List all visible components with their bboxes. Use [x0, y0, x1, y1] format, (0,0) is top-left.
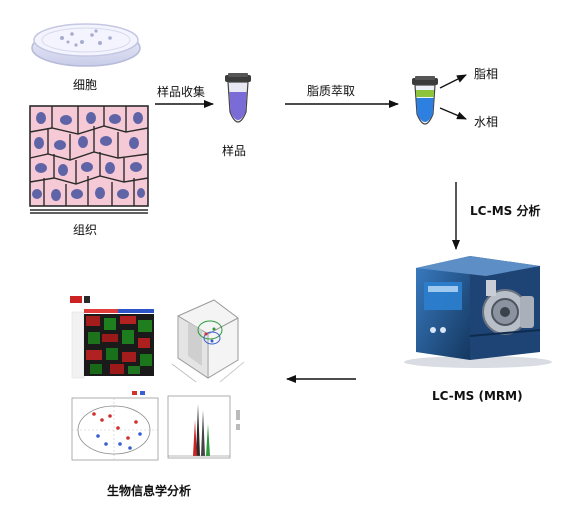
s-plot-thumbnail — [167, 395, 240, 459]
lcms-mrm-label: LC-MS (MRM) — [432, 389, 523, 403]
tissue-icon — [29, 105, 149, 214]
extraction-tube-icon — [412, 76, 438, 125]
pca-scatter-thumbnail — [71, 391, 159, 461]
lcms-instrument-icon — [404, 256, 552, 368]
heatmap-thumbnail — [70, 296, 154, 379]
bioinformatics-label: 生物信息学分析 — [107, 484, 192, 498]
petri-dish-icon — [31, 23, 141, 67]
sample-label: 样品 — [222, 144, 247, 158]
lipid-extraction-label: 脂质萃取 — [307, 84, 356, 98]
sample-collection-label: 样品收集 — [157, 85, 206, 99]
arrow-water-phase — [439, 107, 467, 120]
arrow-lipid-phase — [439, 74, 467, 89]
water-phase-label: 水相 — [474, 115, 499, 129]
lipid-phase-label: 脂相 — [474, 67, 499, 81]
cells-label: 细胞 — [73, 78, 98, 92]
tissue-label: 组织 — [73, 223, 98, 237]
lcms-analysis-label: LC-MS 分析 — [470, 204, 541, 218]
sample-tube-icon — [225, 73, 251, 123]
pca-3d-thumbnail — [171, 299, 245, 383]
